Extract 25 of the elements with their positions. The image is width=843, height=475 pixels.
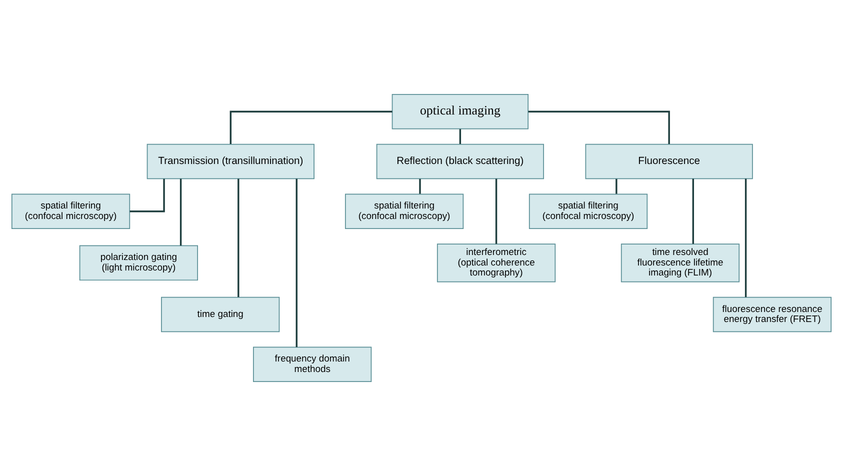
node-box: spatial filtering (confocal microscopy) — [528, 193, 648, 228]
node-box: optical imaging — [392, 94, 529, 129]
node-box: time gating — [161, 296, 280, 332]
connector — [419, 178, 421, 194]
connector — [296, 178, 298, 347]
node-box: frequency domain methods — [253, 346, 372, 382]
node-box: polarization gating (light microscopy) — [79, 244, 198, 280]
connector — [528, 110, 670, 144]
connector — [459, 128, 462, 144]
node-box: time resolved fluorescence lifetime imaging (FLIM) — [620, 243, 740, 282]
node-box: Reflection (black scattering) — [376, 143, 544, 179]
connector — [495, 178, 498, 244]
connector — [230, 110, 392, 144]
connector — [180, 178, 182, 246]
node-box: fluorescence resonance energy transfer (FRET) — [712, 296, 832, 332]
node-box: Fluorescence — [585, 143, 753, 179]
connector — [616, 178, 618, 194]
node-box: Transmission (transillumination) — [146, 143, 314, 179]
node-box: spatial filtering (confocal microscopy) — [11, 193, 130, 228]
connector — [744, 178, 747, 297]
connector — [692, 178, 694, 244]
connector — [130, 178, 165, 212]
connector — [238, 178, 240, 297]
node-box: interferometric (optical coherence tomography) — [436, 243, 556, 282]
node-box: spatial filtering (confocal microscopy) — [345, 193, 464, 228]
